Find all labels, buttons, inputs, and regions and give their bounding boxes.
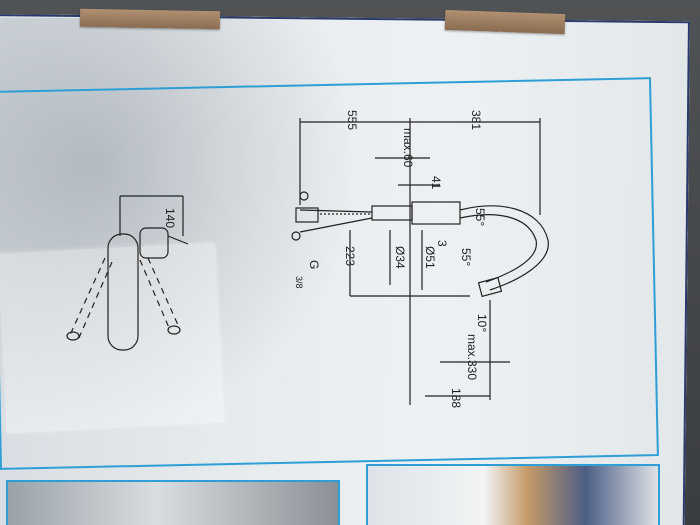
label-max330: max.330 — [465, 334, 479, 380]
hose-1 — [299, 209, 373, 213]
left-swing-dash-2 — [77, 261, 113, 341]
label-223: 223 — [343, 246, 357, 266]
spout-outer — [459, 205, 549, 291]
label-dia51: Ø51 — [423, 246, 437, 269]
label-angle-10: 10° — [475, 314, 489, 332]
bottom-left-product-photo — [6, 480, 340, 525]
left-swing-end — [66, 331, 80, 341]
faucet-body-base — [371, 205, 413, 221]
hose-2 — [299, 217, 373, 233]
label-g-fraction: 3/8 — [294, 276, 304, 289]
label-140: 140 — [163, 208, 177, 228]
hose-end-top — [299, 191, 309, 201]
connector-box — [295, 207, 319, 223]
spout-inner — [459, 214, 537, 283]
label-angle-55-bottom: 55° — [459, 248, 473, 266]
label-g: G — [307, 260, 321, 269]
bottom-right-product-photo — [366, 464, 660, 525]
label-max60: max.60 — [401, 128, 415, 168]
left-tap-body — [107, 233, 139, 351]
spray-head — [477, 276, 503, 298]
label-555: 555 — [345, 110, 359, 130]
right-swing-dash-1 — [139, 259, 171, 331]
label-3: 3 — [435, 240, 449, 247]
right-swing-dash-2 — [147, 257, 179, 326]
label-41: 41 — [429, 176, 443, 190]
label-angle-55-top: 55° — [473, 208, 487, 226]
left-tap-lever — [167, 235, 189, 245]
shadow — [0, 18, 360, 438]
label-dia34: Ø34 — [393, 246, 407, 269]
label-188: 188 — [449, 388, 463, 408]
left-swing-dash-1 — [69, 257, 106, 336]
right-swing-end — [167, 325, 181, 335]
hose-end-bottom — [291, 231, 301, 241]
faucet-body — [411, 201, 461, 225]
left-tap-handle-base — [139, 227, 169, 259]
label-381: 381 — [469, 110, 483, 130]
